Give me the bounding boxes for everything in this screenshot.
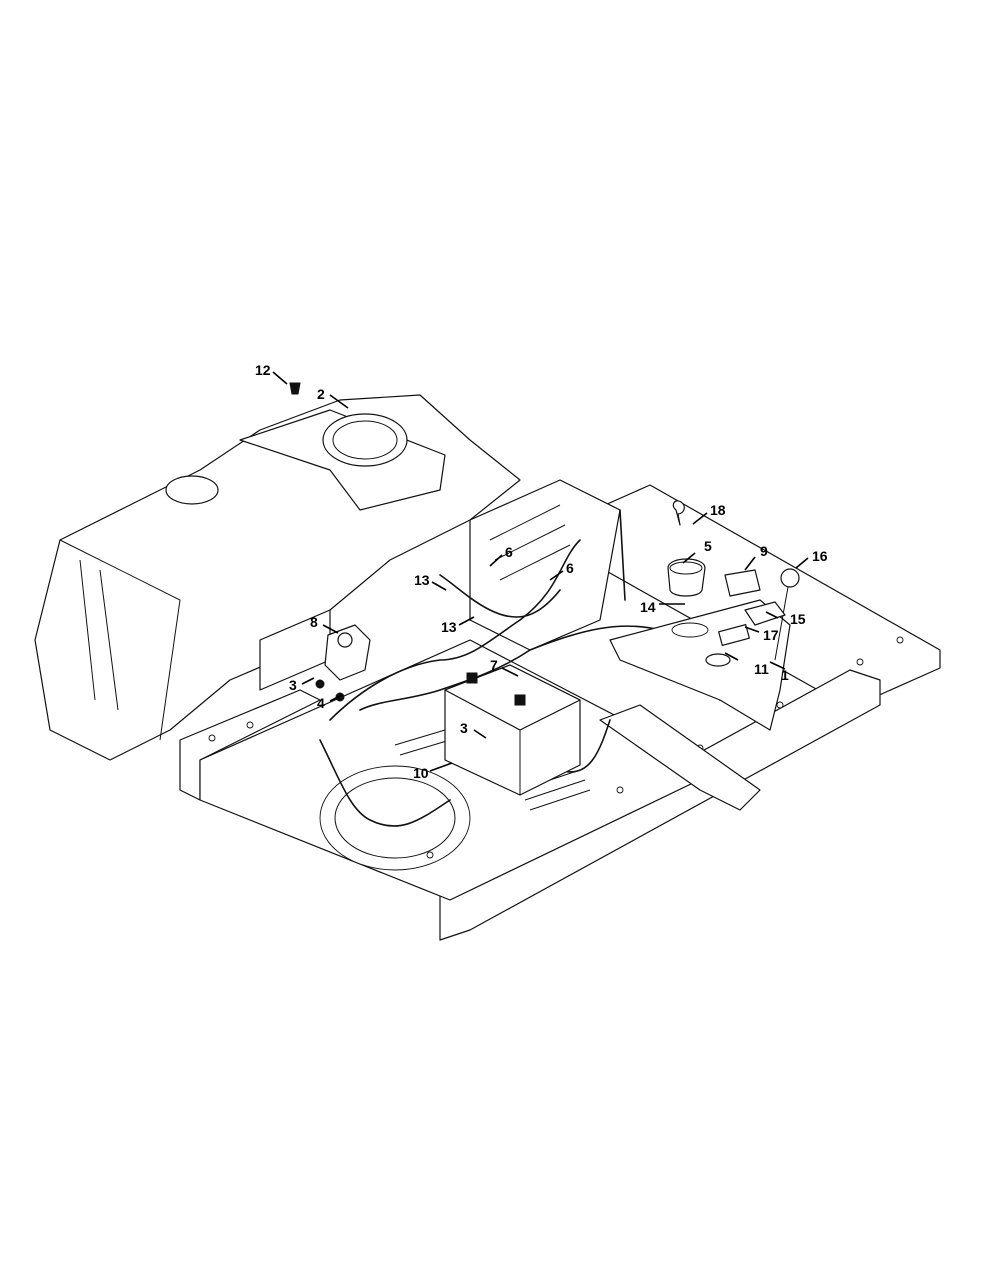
callout-17: 17 (763, 627, 779, 643)
callout-5: 5 (704, 538, 712, 554)
callout-3b: 3 (460, 720, 468, 736)
dash-panel-part-1 (609, 500, 800, 731)
screw-part-12 (289, 382, 301, 395)
callout-13b: 13 (441, 619, 457, 635)
callout-11: 11 (754, 661, 769, 677)
knob-part-16 (780, 568, 800, 588)
callout-18: 18 (710, 502, 726, 518)
callout-1: 1 (781, 667, 789, 683)
callout-6b: 6 (566, 560, 574, 576)
callout-15: 15 (790, 611, 806, 627)
callout-10: 10 (413, 765, 429, 781)
fuel-tank-shroud (34, 382, 521, 761)
callout-labels: 1 2 3 3 4 5 6 6 7 8 9 10 11 12 13 13 14 … (255, 362, 828, 781)
leader-lines (272, 371, 809, 772)
callout-13a: 13 (414, 572, 430, 588)
callout-16: 16 (812, 548, 828, 564)
switch-part-9 (724, 569, 761, 597)
ignition-switch-part-5 (667, 558, 706, 597)
key-part-18 (672, 500, 685, 526)
chassis-frame (179, 479, 941, 941)
callout-8: 8 (310, 614, 318, 630)
battery-part-7 (444, 664, 581, 796)
callout-12: 12 (255, 362, 271, 378)
callout-3a: 3 (289, 677, 297, 693)
solenoid-part-8 (315, 624, 371, 702)
callout-9: 9 (760, 543, 768, 559)
callout-2: 2 (317, 386, 325, 402)
callout-4: 4 (317, 695, 325, 711)
callout-6a: 6 (505, 544, 513, 560)
callout-7: 7 (490, 657, 498, 673)
callout-14: 14 (640, 599, 656, 615)
